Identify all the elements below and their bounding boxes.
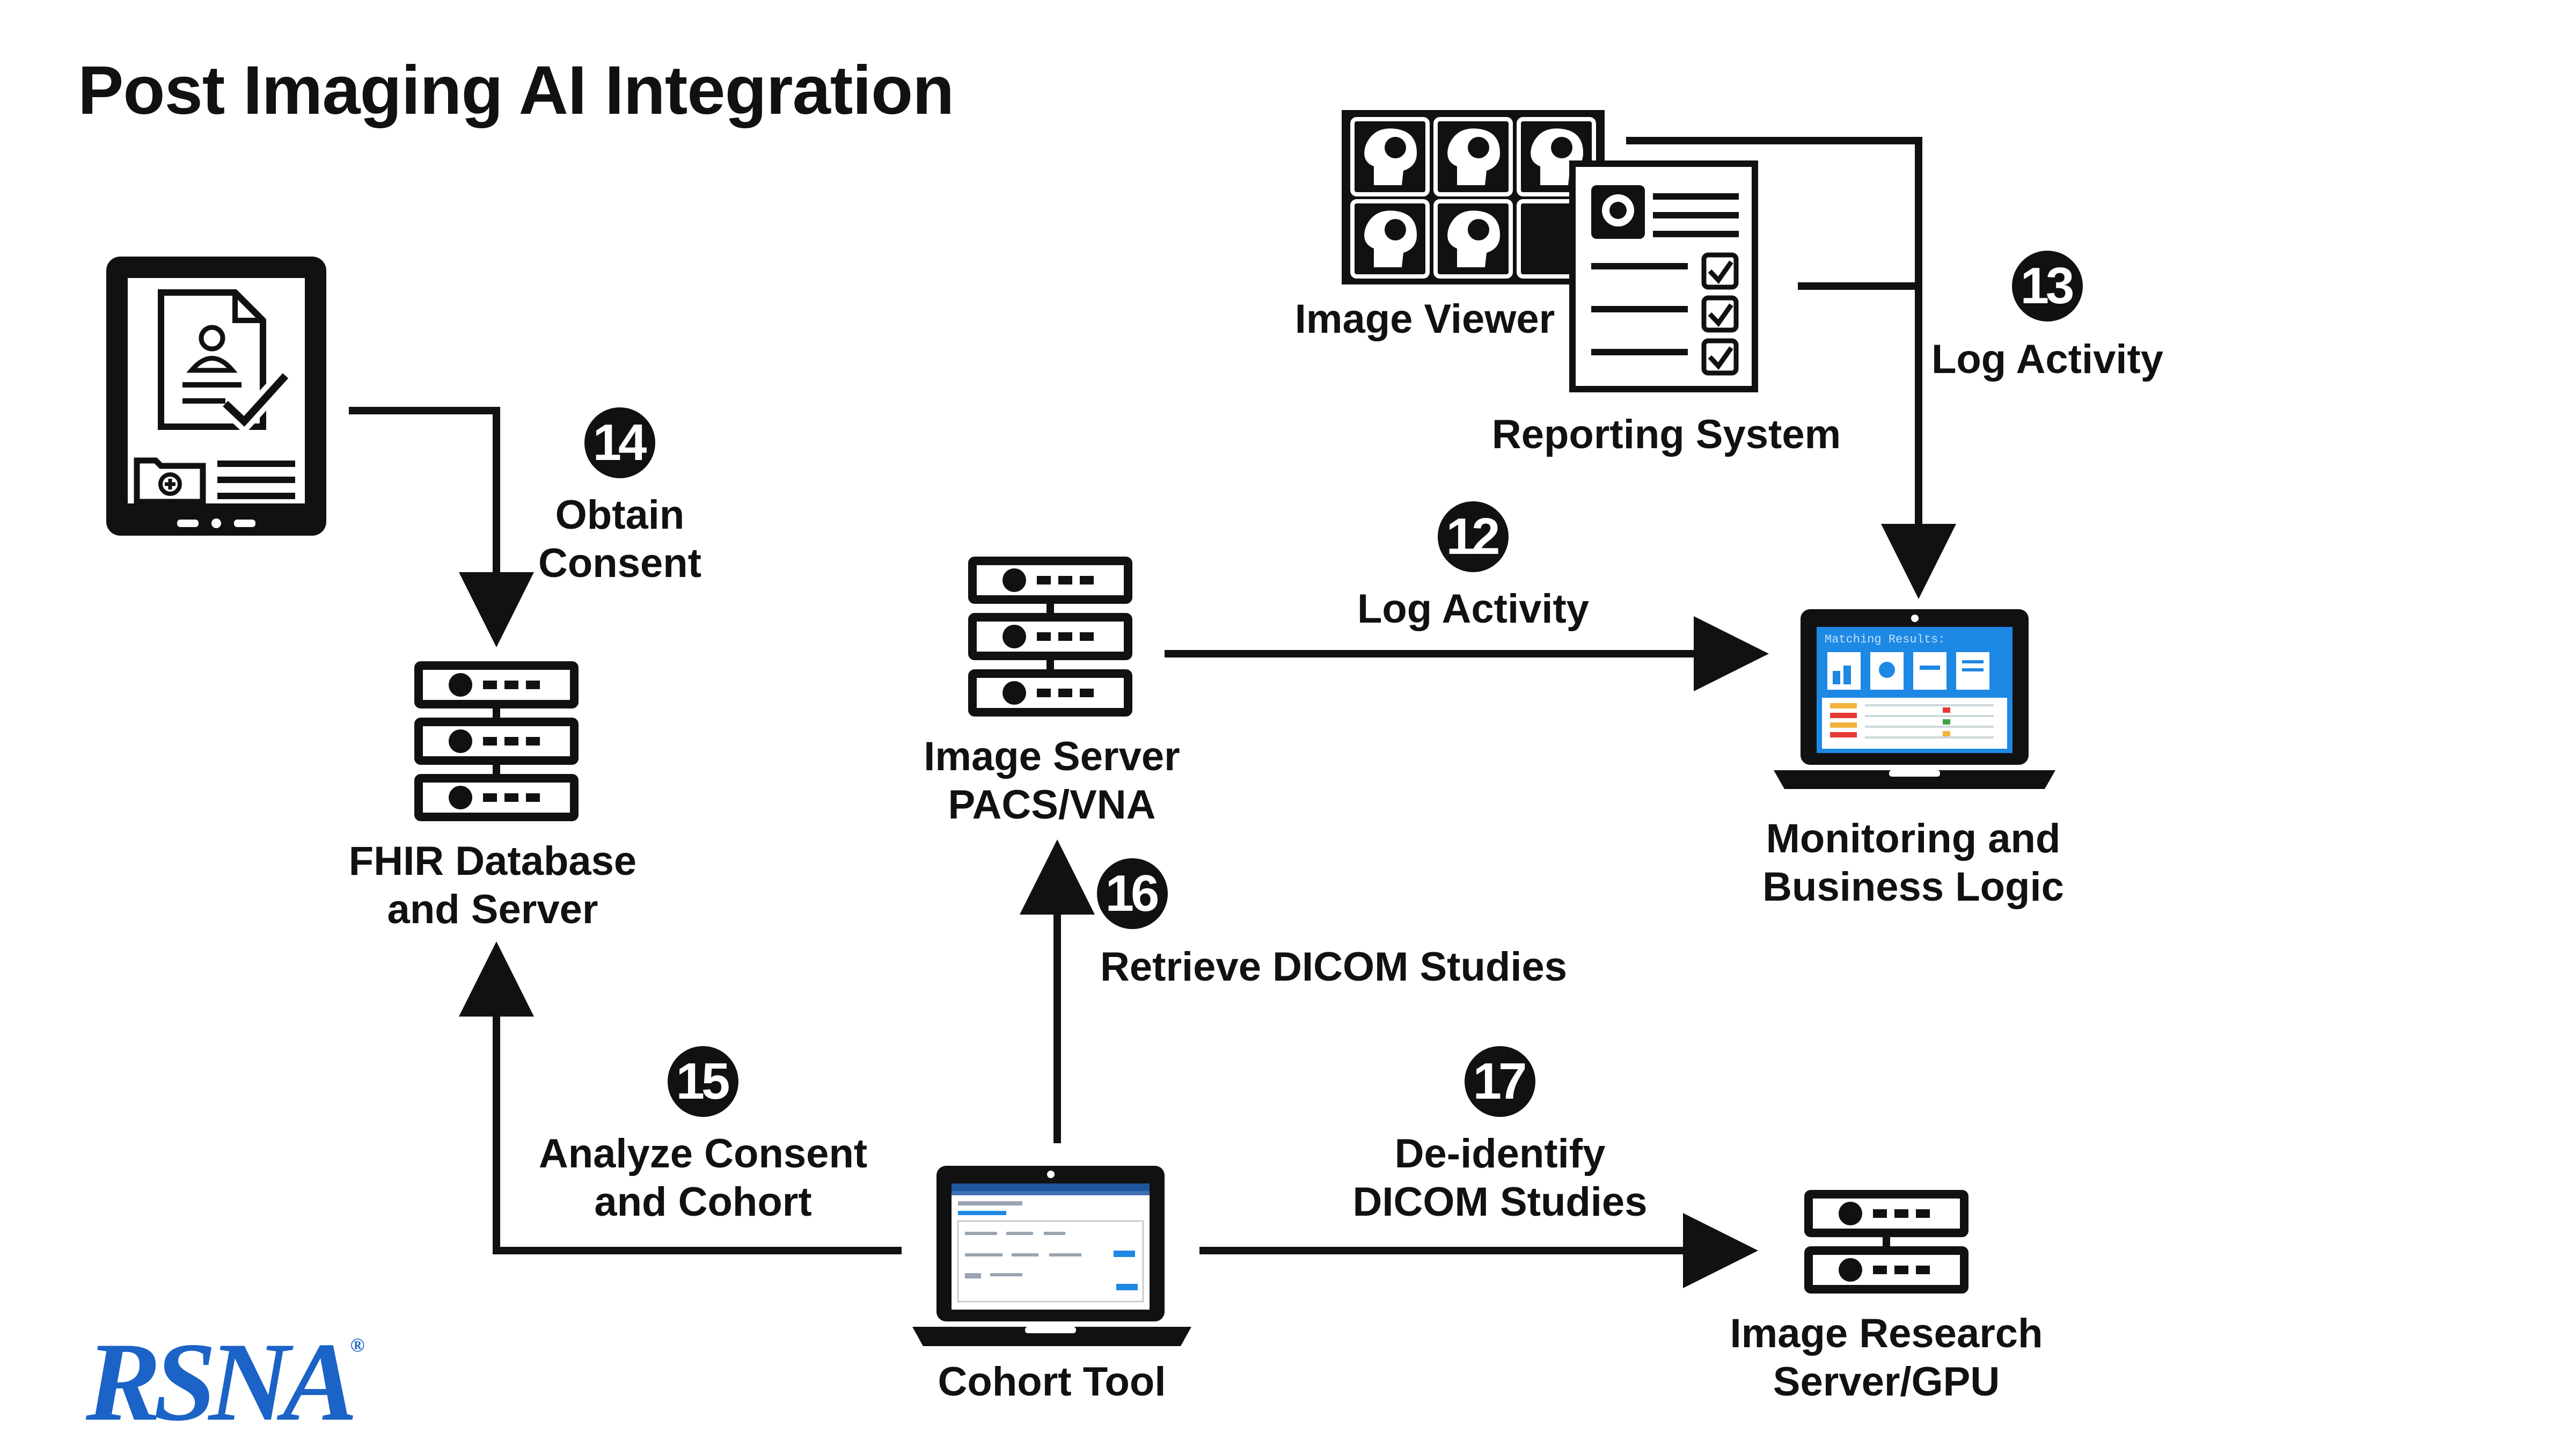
research-server-icon [1809,1194,1964,1289]
rsna-logo: RSNA® [86,1320,365,1444]
research-label-line1: Image Research [1730,1311,2043,1356]
fhir-server-label: FHIR Database and Server [349,837,636,934]
step-15-label-line2: and Cohort [594,1179,812,1225]
step-17-label: De-identify DICOM Studies [1353,1130,1648,1226]
reporting-system-icon [1569,160,1758,392]
cohort-tool-label: Cohort Tool [938,1359,1166,1405]
step-13-label: Log Activity [1931,337,2164,382]
step-14-label-line2: Consent [538,540,701,586]
step-13-badge: 13 [2012,251,2083,322]
connectors [349,137,1956,1288]
step-15-badge: 15 [668,1046,738,1117]
image-viewer-icon [1342,110,1605,284]
reporting-system-label: Reporting System [1491,412,1841,457]
arrow-analyze-consent [459,941,902,1254]
step-17-badge: 17 [1465,1046,1535,1117]
fhir-label-line1: FHIR Database [348,838,637,884]
fhir-server-icon [419,666,574,817]
image-server-label-line1: Image Server [924,734,1180,779]
step-15-label-line1: Analyze Consent [538,1131,868,1177]
image-server-icon [972,561,1128,712]
step-14-label-line1: Obtain [555,492,685,538]
monitoring-label: Monitoring and Business Logic [1762,815,2064,911]
monitoring-label-line1: Monitoring and [1766,816,2061,861]
step-16-badge: 16 [1097,858,1168,929]
step-12-label: Log Activity [1357,586,1590,632]
step-14-label: Obtain Consent [538,491,701,588]
step-15-label: Analyze Consent and Cohort [539,1130,867,1226]
fhir-label-line2: and Server [387,887,598,932]
step-16-label: Retrieve DICOM Studies [1100,944,1567,990]
step-17-label-line2: DICOM Studies [1352,1179,1648,1225]
research-server-label: Image Research Server/GPU [1730,1310,2043,1406]
arrow-obtain-consent [349,407,534,647]
monitoring-laptop-icon: Matching Results: [1774,609,2055,789]
tablet-consent-icon [106,257,326,536]
image-server-label: Image Server PACS/VNA [924,733,1180,829]
monitor-screen-title: Matching Results: [1825,633,1945,646]
research-label-line2: Server/GPU [1773,1359,2000,1405]
cohort-laptop-icon [912,1166,1191,1346]
step-14-badge: 14 [584,407,655,478]
page-title: Post Imaging AI Integration [78,52,954,129]
arrow-log-activity-13 [1626,137,1956,599]
monitoring-label-line2: Business Logic [1762,864,2064,910]
image-server-label-line2: PACS/VNA [948,782,1156,828]
step-12-badge: 12 [1438,501,1509,572]
step-17-label-line1: De-identify [1394,1131,1606,1177]
image-viewer-label: Image Viewer [1294,296,1555,342]
